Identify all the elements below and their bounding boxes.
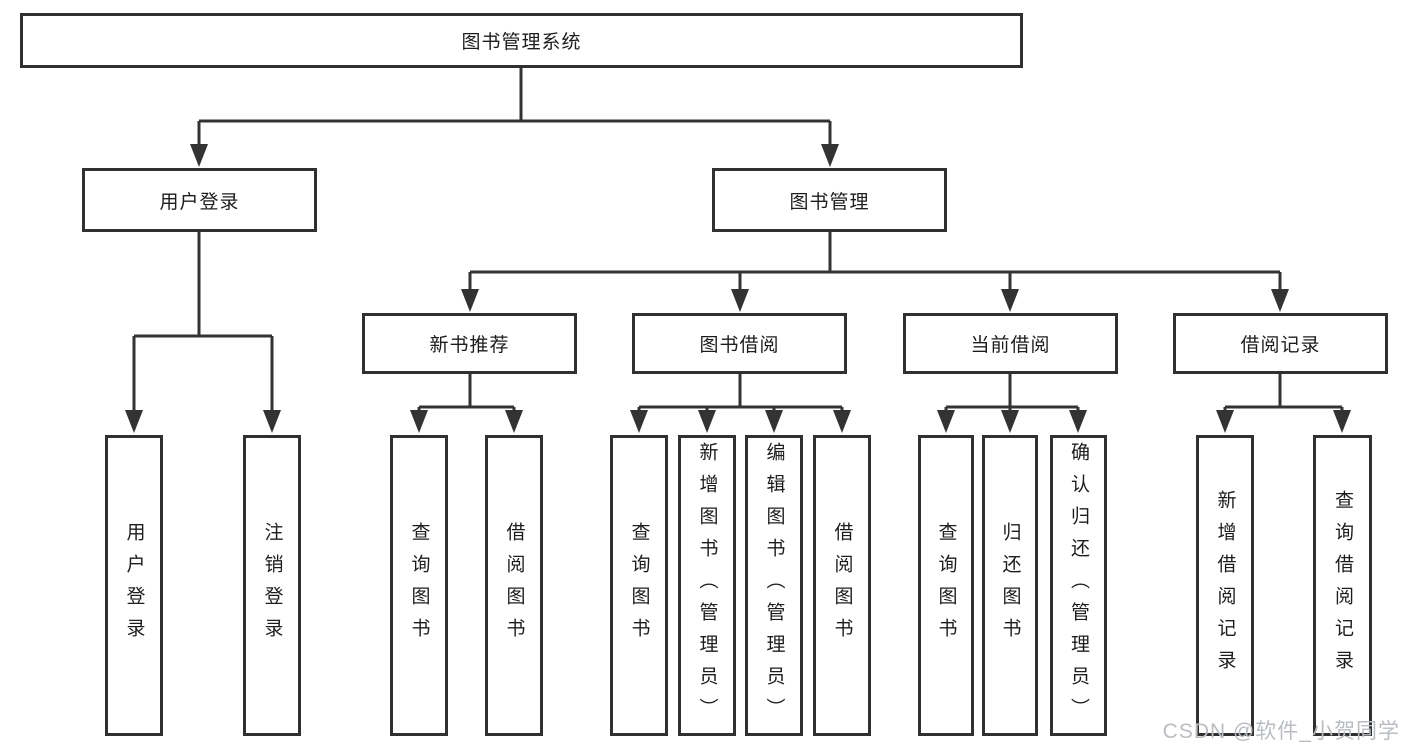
node-book-borrow: 图书借阅 (632, 313, 847, 374)
node-borrow-records: 借阅记录 (1173, 313, 1388, 374)
leaf-return-books: 归还图书 (982, 435, 1038, 736)
current-borrow-branch-line (944, 374, 1080, 416)
new-book-branch-line (417, 374, 516, 416)
leaf-confirm-return-admin: 确认归还（管理员） (1050, 435, 1107, 736)
leaf-add-books-admin: 新增图书（管理员） (678, 435, 736, 736)
book-borrow-branch-line (637, 374, 844, 416)
leaf-query-books-recommend: 查询图书 (390, 435, 448, 736)
leaf-query-borrow-record: 查询借阅记录 (1313, 435, 1372, 736)
borrow-record-branch-line (1223, 374, 1344, 416)
node-book-management: 图书管理 (712, 168, 947, 232)
book-management-branch-line (468, 232, 1282, 295)
leaf-borrow-books: 借阅图书 (813, 435, 871, 736)
node-user-login: 用户登录 (82, 168, 317, 232)
node-library-system: 图书管理系统 (20, 13, 1023, 68)
leaf-user-login: 用户登录 (105, 435, 163, 736)
watermark: CSDN @软件_小贺同学 (1162, 720, 1400, 743)
leaf-query-books-borrow: 查询图书 (610, 435, 668, 736)
leaf-borrow-books-recommend: 借阅图书 (485, 435, 543, 736)
leaf-logout: 注销登录 (243, 435, 301, 736)
leaf-query-books-current: 查询图书 (918, 435, 974, 736)
node-new-book-recommend: 新书推荐 (362, 313, 577, 374)
user-login-branch-line (132, 232, 274, 416)
root-branch-line (197, 68, 832, 150)
leaf-edit-books-admin: 编辑图书（管理员） (745, 435, 803, 736)
arrowheads (125, 144, 1351, 433)
node-current-borrow: 当前借阅 (903, 313, 1118, 374)
leaf-add-borrow-record: 新增借阅记录 (1196, 435, 1254, 736)
